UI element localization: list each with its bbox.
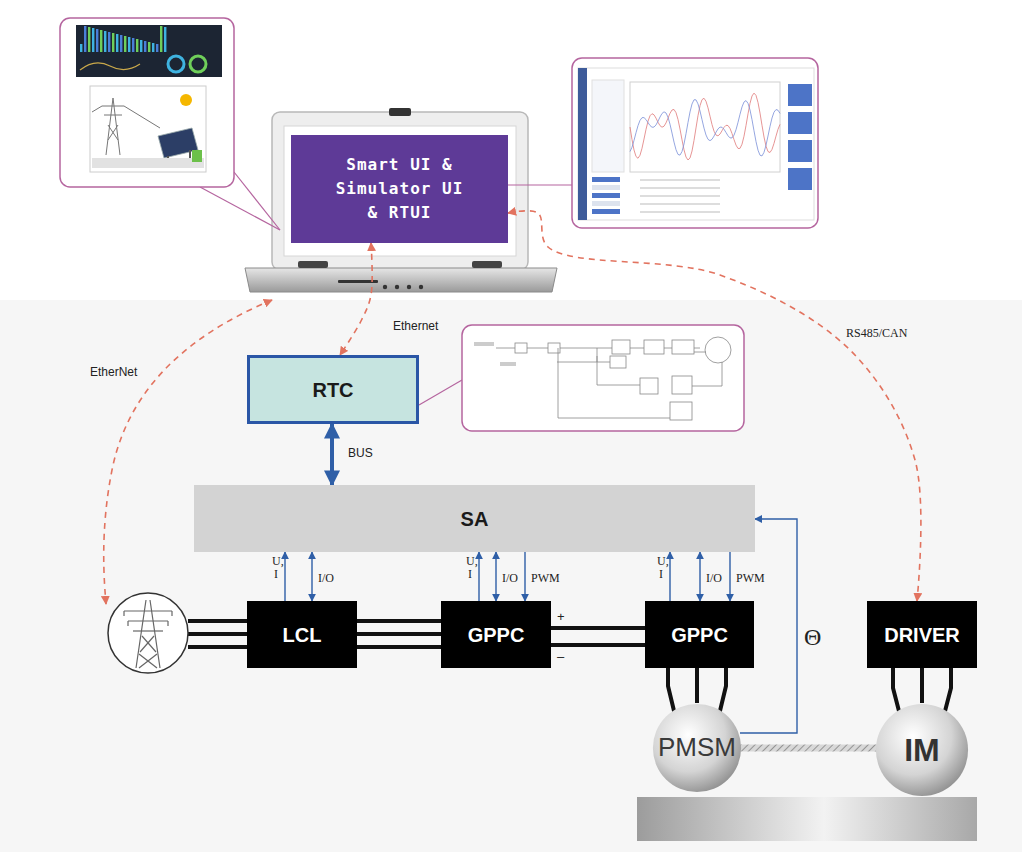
link-label: EtherNet xyxy=(90,365,137,379)
signal-arrow xyxy=(495,552,496,601)
signal-arrow xyxy=(284,552,285,601)
signal-arrow xyxy=(311,552,312,601)
screen-panel: Smart UI & Simulator UI & RTUI xyxy=(291,135,508,243)
node-label: GPPC xyxy=(671,623,728,647)
edge-label: I/O xyxy=(502,571,518,586)
node-label: LCL xyxy=(283,623,322,647)
signal-arrow xyxy=(669,552,670,601)
motor-platform xyxy=(637,797,977,841)
edge-label: Θ xyxy=(804,624,821,651)
node-label: GPPC xyxy=(468,623,525,647)
converter-box: GPPC xyxy=(645,601,754,668)
signal-arrow xyxy=(524,552,525,601)
polarity-mark: – xyxy=(557,649,564,664)
signal-arrow xyxy=(330,424,334,485)
signal-arrow xyxy=(729,552,730,601)
signal-arrow xyxy=(478,552,479,601)
edge-label: I/O xyxy=(318,571,334,586)
background xyxy=(0,0,1022,300)
sa-box: SA xyxy=(194,485,755,552)
node-label: IM xyxy=(904,731,940,769)
edge-label: RS485/CAN xyxy=(846,326,907,341)
model-callout xyxy=(419,325,744,431)
power-line xyxy=(357,621,441,647)
edge-label: BUS xyxy=(348,446,373,460)
lcl-filter-box: LCL xyxy=(247,601,357,668)
simulator-callout xyxy=(498,58,818,228)
rtc-box: RTC xyxy=(247,355,419,424)
motor-circle: PMSM xyxy=(652,703,742,793)
laptop xyxy=(245,108,557,292)
driver-box: DRIVER xyxy=(867,601,977,668)
power-line xyxy=(551,628,645,645)
grid-tower xyxy=(108,593,247,673)
node-label: Smart UI & Simulator UI & RTUI xyxy=(335,153,465,225)
node-label: DRIVER xyxy=(884,623,960,647)
edge-label: U, I xyxy=(657,555,665,580)
edge-label: Ethernet xyxy=(393,319,438,333)
edge-label: PWM xyxy=(736,571,765,586)
edge-label: I/O xyxy=(706,571,722,586)
node-label: SA xyxy=(461,507,489,531)
node-label: PMSM xyxy=(658,732,736,763)
motor-circle: IM xyxy=(875,703,969,797)
edge-label: PWM xyxy=(531,571,560,586)
ethernet-link xyxy=(104,300,272,604)
motor-shaft xyxy=(740,745,877,752)
edge-label: U, I xyxy=(466,555,474,580)
comm-link xyxy=(340,243,372,355)
polarity-mark: + xyxy=(557,609,565,624)
signal-arrow xyxy=(699,552,700,601)
dashboard-callout xyxy=(60,18,280,230)
edge-label: U, I xyxy=(272,555,280,580)
converter-box: GPPC xyxy=(441,601,551,668)
node-label: RTC xyxy=(312,378,353,402)
